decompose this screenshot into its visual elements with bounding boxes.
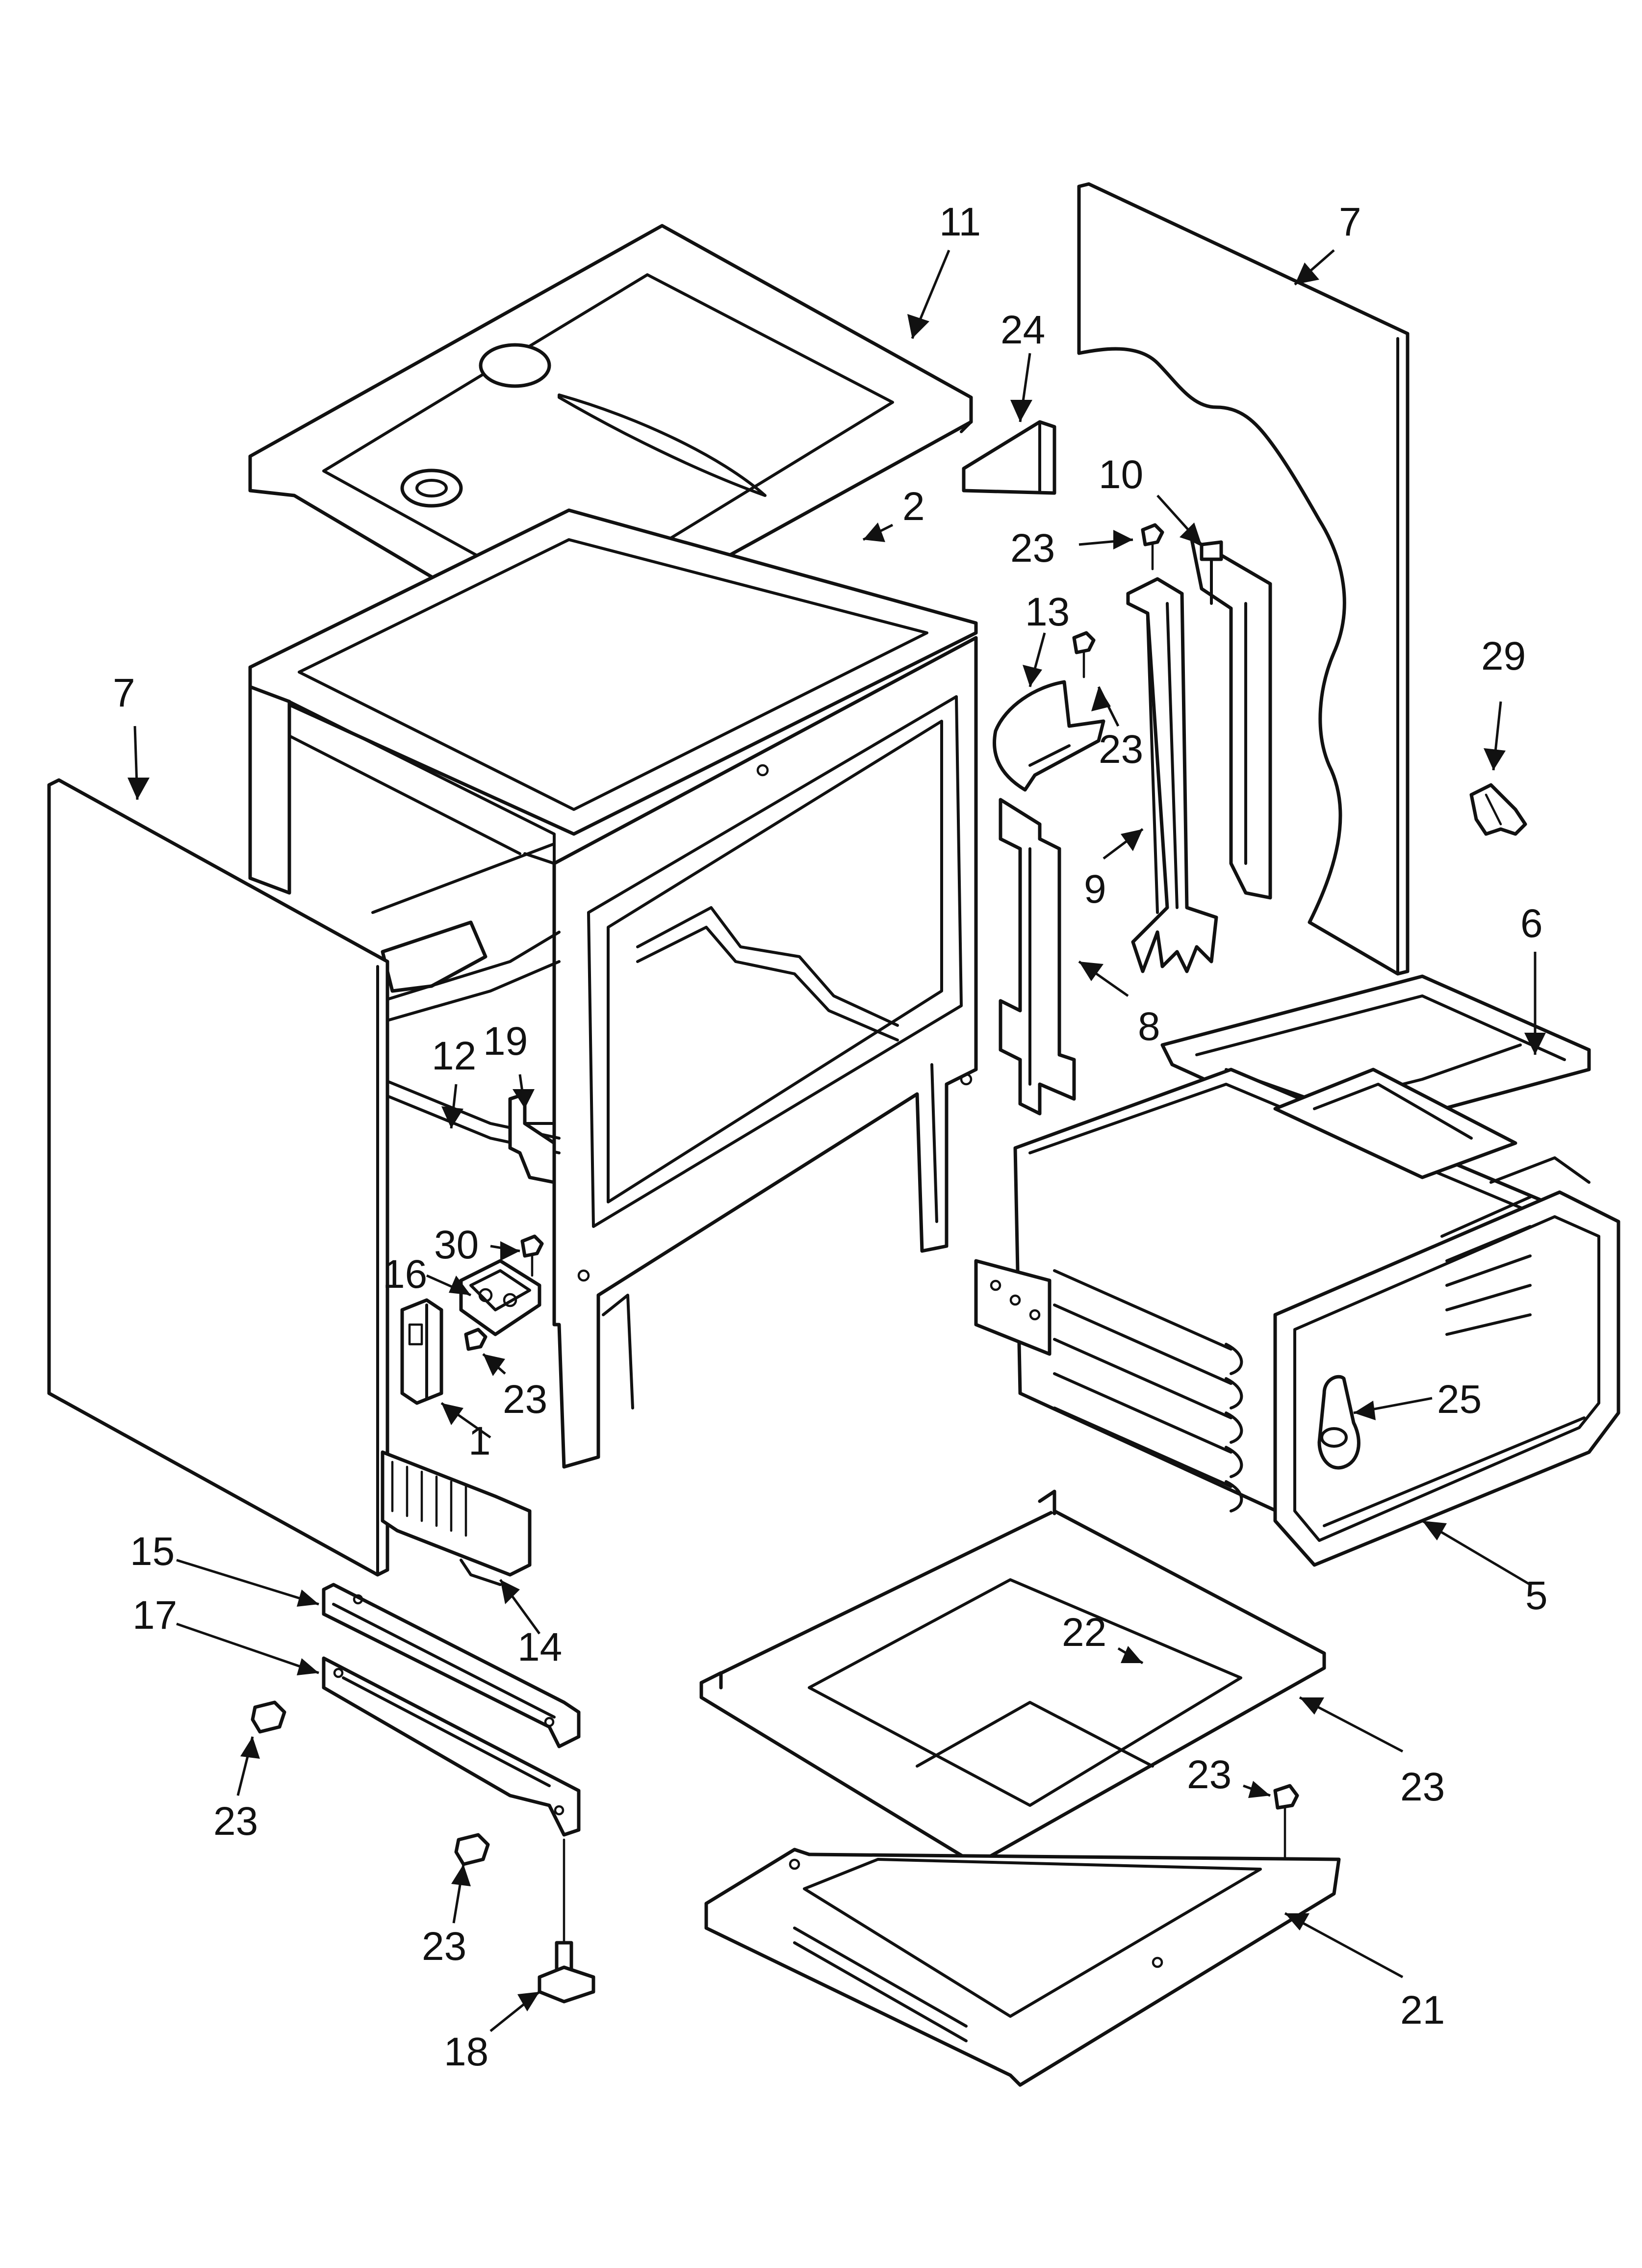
callout-23-b: 23	[1099, 727, 1143, 772]
part-17-rail	[322, 1656, 581, 1837]
leader-arrowheads	[128, 262, 1546, 2011]
callout-7-rear: 7	[1339, 200, 1361, 244]
callout-30: 30	[434, 1223, 479, 1267]
callout-18: 18	[444, 2030, 488, 2074]
callout-15: 15	[130, 1529, 175, 1574]
callout-23-e: 23	[422, 1924, 466, 1969]
callout-14: 14	[517, 1625, 562, 1669]
part-29-sensor	[1469, 783, 1527, 836]
callout-24: 24	[1001, 308, 1045, 352]
callout-6: 6	[1520, 901, 1543, 946]
part-22-oven-bottom	[699, 1489, 1326, 1866]
callout-21: 21	[1400, 1988, 1445, 2033]
part-25-igniter	[1317, 1375, 1360, 1470]
part-7-left-side-panel	[47, 778, 389, 1577]
callout-23-f: 22	[1062, 1610, 1106, 1655]
callout-25: 25	[1437, 1377, 1482, 1422]
callout-9: 9	[1084, 867, 1106, 912]
part-9-vent-duct	[1126, 577, 1218, 973]
part-11-top-panel	[248, 224, 973, 664]
part-1-switch	[400, 1298, 443, 1405]
part-15-rail	[322, 1583, 581, 1748]
callout-19: 19	[483, 1019, 528, 1064]
callout-5: 5	[1525, 1573, 1548, 1618]
part-18-leveling-leg	[538, 1838, 595, 2004]
callout-13: 13	[1025, 590, 1070, 634]
callout-11: 11	[939, 200, 981, 244]
part-5-oven-cavity	[974, 1068, 1620, 1567]
part-10-vent-channel	[1190, 538, 1272, 900]
callout-7-left: 7	[113, 671, 135, 715]
part-7-rear-panel	[1077, 182, 1410, 976]
part-13-duct-elbow	[993, 680, 1105, 792]
callout-16: 16	[383, 1252, 427, 1297]
callout-23-a: 23	[1010, 526, 1055, 571]
callout-labels: 11 7 24 2 10 23 13 23 29 7 9 8 6 12 19 3…	[113, 200, 1548, 2074]
callout-17: 17	[132, 1593, 177, 1638]
callout-10: 10	[1099, 452, 1143, 497]
callout-22: 23	[1400, 1765, 1445, 1809]
callout-23-g: 23	[1187, 1752, 1232, 1797]
callout-2: 2	[902, 484, 925, 529]
part-2-cabinet-frame	[248, 508, 978, 1469]
part-30-screw	[520, 1234, 544, 1277]
callout-29: 29	[1481, 634, 1526, 678]
part-24-bracket	[962, 420, 1056, 495]
callout-8: 8	[1138, 1004, 1160, 1049]
part-16-terminal-block	[459, 1259, 541, 1336]
part-14-vent-box	[381, 1450, 532, 1586]
part-21-base-pan	[704, 1848, 1341, 2087]
part-8-side-bracket	[999, 798, 1076, 1116]
callout-1: 1	[468, 1419, 491, 1463]
callout-12: 12	[432, 1034, 476, 1078]
callout-23-d: 23	[213, 1799, 258, 1844]
part-12-19-brackets	[508, 1092, 556, 1184]
callout-23-c: 23	[503, 1377, 547, 1422]
